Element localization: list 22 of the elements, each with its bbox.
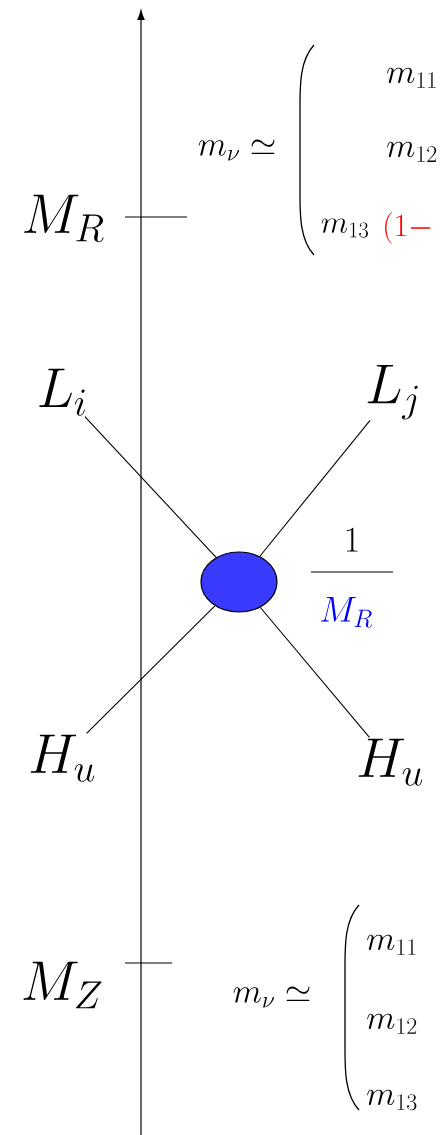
math-label: $m_{12}$ — [367, 1013, 417, 1034]
propagator-line — [259, 606, 370, 738]
vertex-ellipse — [200, 551, 278, 613]
particle-label: $H_u$ — [30, 734, 95, 782]
math-label: $M_Z$ — [23, 961, 102, 1009]
math-label: $M_R$ — [320, 597, 372, 628]
math-label: $M_R$ — [24, 194, 104, 243]
math-label: $m_{13}$ — [367, 1089, 417, 1111]
math-label: $m_\nu \simeq$ — [233, 986, 310, 1008]
math-label: $m_{11}$ — [387, 67, 436, 88]
math-label: $m_{12}$ — [387, 141, 437, 162]
propagator-line — [84, 416, 217, 558]
propagator-line — [86, 605, 216, 734]
math-label: $m_\nu \simeq$ — [198, 139, 275, 161]
particle-label: $L_j$ — [367, 364, 418, 420]
math-label: $(1-$ — [385, 212, 431, 244]
math-label: $1$ — [346, 527, 358, 552]
math-label: $m_{11}$ — [367, 934, 416, 955]
particle-label: $H_u$ — [358, 738, 423, 786]
particle-label: $L_i$ — [39, 368, 85, 416]
propagator-line — [259, 419, 371, 557]
math-label: $m_{13}$ — [321, 218, 368, 238]
